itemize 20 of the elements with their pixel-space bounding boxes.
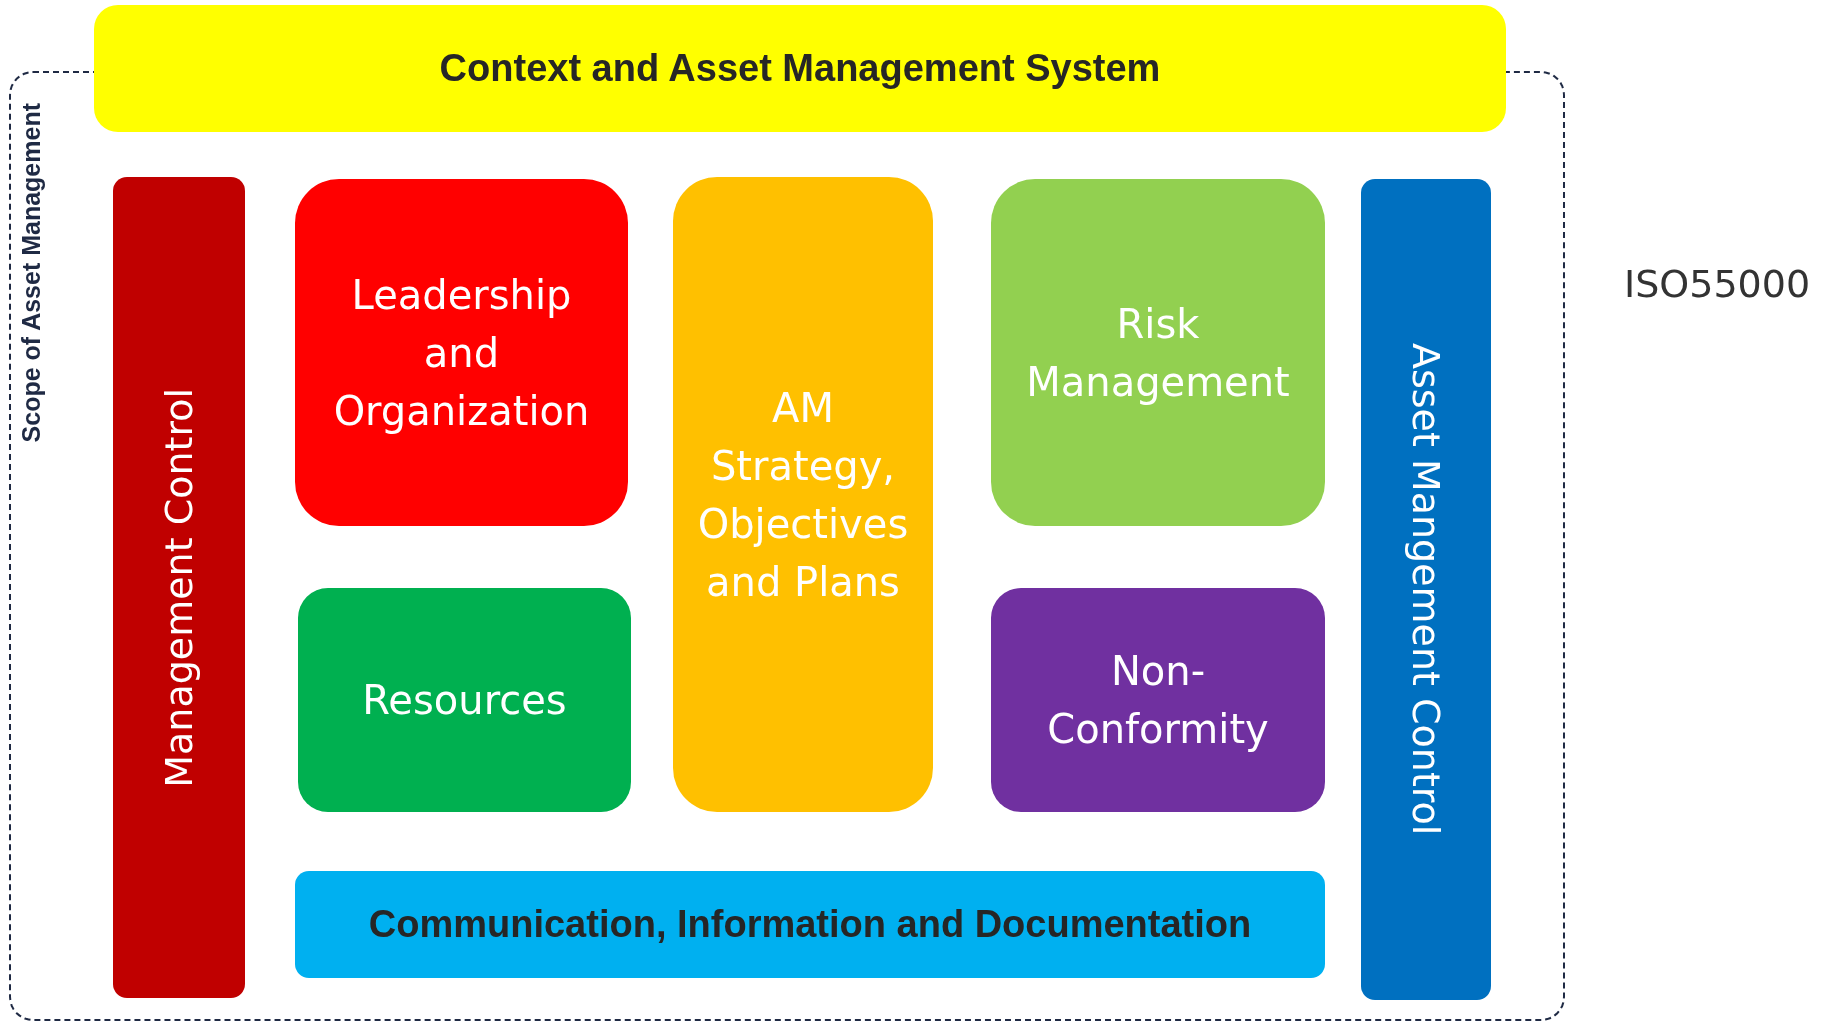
category-tile	[991, 179, 1325, 526]
standard-label: ISO55000	[1624, 262, 1811, 306]
vertical-bar	[113, 177, 245, 998]
tile-label: Leadership and Organization	[332, 270, 591, 436]
tile-label: Risk Management	[1025, 299, 1291, 407]
category-tile	[991, 588, 1325, 812]
vertical-bar	[1361, 179, 1491, 1000]
band-label: Communication, Information and Documentation	[368, 903, 1252, 946]
category-tile	[295, 179, 628, 526]
tile-label: AM Strategy, Objectives and Plans	[696, 383, 910, 607]
category-tile	[298, 588, 631, 812]
tile-label: Non-Conformity	[1046, 647, 1270, 754]
title-banner	[94, 5, 1506, 132]
title-text: Context and Asset Management System	[439, 47, 1161, 90]
bar-label: Management Control	[157, 387, 201, 788]
bar-label: Asset Mangement Control	[1404, 343, 1448, 836]
category-tile	[673, 177, 933, 812]
info-band	[295, 871, 1325, 978]
scope-label: Scope of Asset Management	[17, 103, 46, 443]
tile-label: Resources	[361, 676, 568, 725]
